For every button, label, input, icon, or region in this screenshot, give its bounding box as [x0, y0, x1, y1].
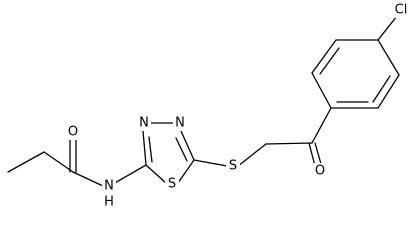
bond-ch2-ketone: [265, 142, 313, 145]
bond-n4-c5-b: [175, 137, 188, 162]
bond-ketone-ring: [311, 107, 332, 144]
atom-n3: N: [139, 116, 149, 131]
atom-s-ring: S: [168, 177, 176, 192]
bond-c5-s: [193, 159, 228, 167]
bond-s1-c2: [145, 164, 167, 184]
bond-ar-4: [377, 39, 400, 76]
bond-ketone-o-1: [308, 142, 316, 167]
bond-ch3-ch2: [7, 151, 45, 173]
atom-n4: N: [175, 116, 185, 131]
atom-labels: Cl O S S N N N H O: [67, 2, 411, 210]
bond-ar-5: [377, 74, 400, 109]
bond-c5-s1: [177, 159, 195, 184]
atom-s-thioether: S: [229, 159, 237, 174]
bond-ch2-co: [43, 151, 74, 173]
bond-ar-inner-2: [372, 75, 391, 103]
atom-cl: Cl: [395, 3, 408, 18]
atom-o-amide: O: [68, 125, 78, 140]
bond-c2-n3-b: [148, 136, 153, 163]
bond-ar-inner-1: [319, 47, 340, 75]
bond-n4-c5-a: [180, 130, 195, 161]
bond-nh-c2: [112, 164, 147, 185]
atom-o-ketone: O: [315, 164, 325, 179]
bond-ar-1: [311, 72, 332, 109]
atom-nh: N: [104, 179, 114, 194]
bond-ar-cl: [377, 15, 398, 41]
bond-s-ch2: [237, 143, 267, 167]
molecule-diagram: Cl O S S N N N H O: [7, 2, 411, 210]
bond-c2-n3-a: [142, 130, 147, 166]
bond-co-nh: [72, 171, 104, 187]
bonds: [7, 15, 400, 187]
bond-ar-2: [311, 39, 337, 74]
bond-ketone-o-2: [314, 142, 322, 165]
atom-h: H: [104, 195, 114, 210]
